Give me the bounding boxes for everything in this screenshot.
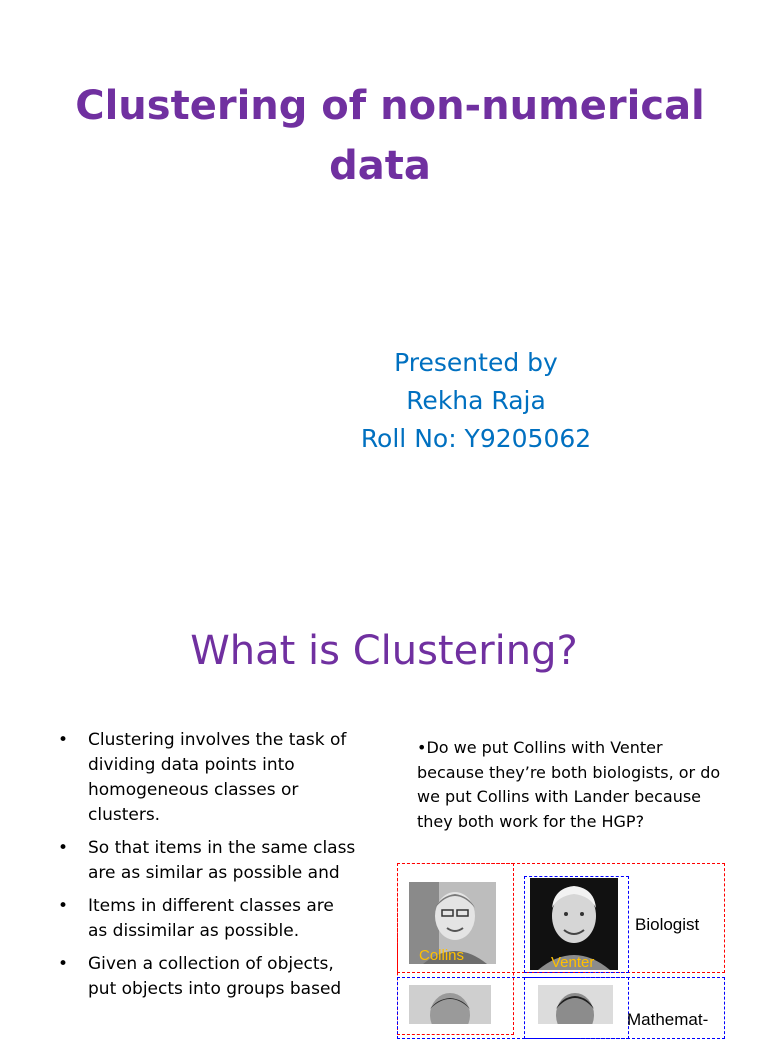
bullet-text: Clustering involves the task of dividing… [88,730,347,825]
presented-by-label: Presented by [394,348,558,377]
scientist-photo [409,985,491,1024]
slide2-title: What is Clustering? [190,628,578,674]
bullet-dot: • [58,896,69,916]
slide1-title-line2: data [329,143,431,189]
presenter-block: Presented by Rekha Raja Roll No: Y920506… [330,344,622,458]
portrait-icon [409,985,491,1024]
collins-photo [409,882,496,964]
slide1-title: Clustering of non-numerical data [40,76,740,196]
bullet-dot: • [58,954,69,974]
portrait-icon [409,882,496,964]
portrait-icon [538,985,613,1024]
roll-number: Roll No: Y9205062 [360,424,592,453]
question-text: •Do we put Collins with Venter because t… [417,738,721,831]
bullet-text: Given a collection of objects, put objec… [88,954,342,999]
bullet-text: Items in different classes are as dissim… [88,896,334,941]
portrait-icon [530,878,618,970]
biologist-label: Biologist [635,915,700,934]
slide1-title-line1: Clustering of non-numerical [75,83,705,129]
lander-photo [538,985,613,1024]
bullet-item: • Items in different classes are as diss… [56,894,356,944]
bullet-dot: • [58,838,69,858]
bullet-list: • Clustering involves the task of dividi… [56,728,356,1010]
collins-label: Collins [419,947,465,964]
bullet-item: • Clustering involves the task of dividi… [56,728,356,828]
bullet-item: • Given a collection of objects, put obj… [56,952,356,1002]
bullet-item: • So that items in the same class are as… [56,836,356,886]
mathematician-label: Mathemat- [627,1010,709,1029]
bullet-text: So that items in the same class are as s… [88,838,356,883]
venter-column-box [524,876,629,973]
bullet-dot: • [58,730,69,750]
venter-label: Venter [551,954,595,971]
venter-photo [530,878,618,970]
presenter-name: Rekha Raja [406,386,546,415]
